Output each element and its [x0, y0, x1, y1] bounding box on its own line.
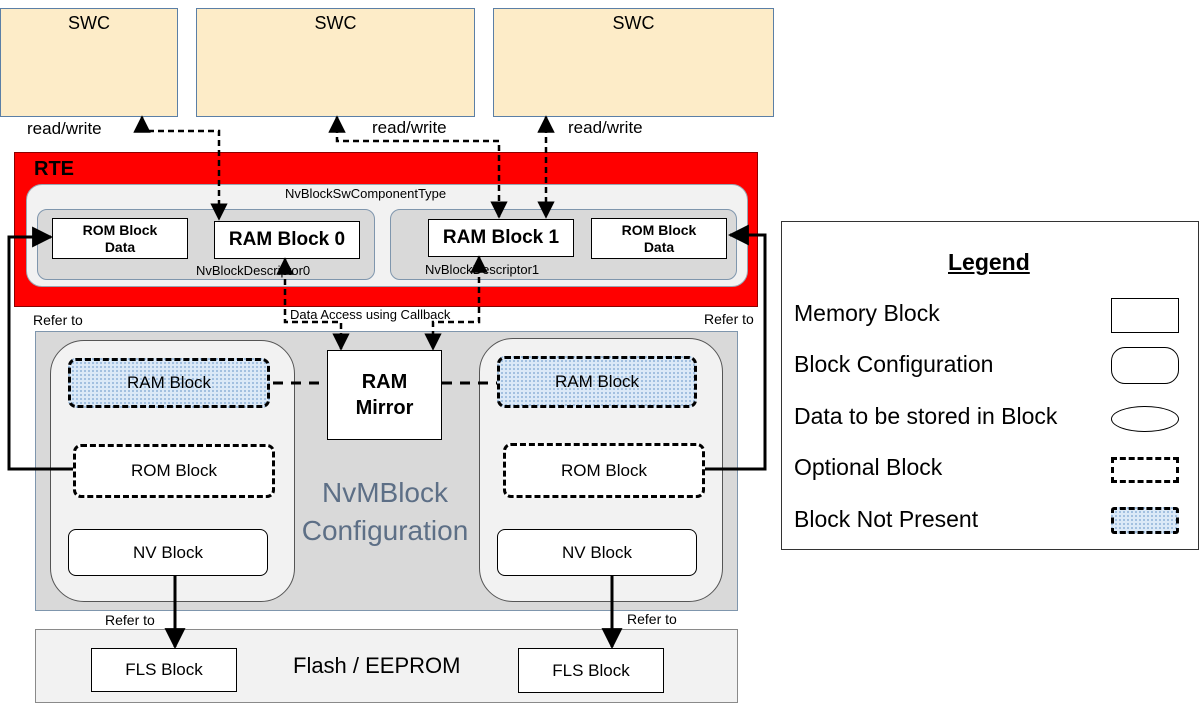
legend-label-block-not-present: Block Not Present: [794, 506, 979, 532]
optional-block-symbol: [1111, 457, 1179, 483]
swc-label-1: SWC: [68, 13, 110, 33]
legend-label-memory-block: Memory Block: [794, 300, 940, 326]
refer-to-label-right-rom: Refer to: [704, 311, 754, 327]
rte-title: RTE: [34, 158, 74, 180]
fls-block-left: FLS Block: [91, 648, 237, 692]
read-write-label-1: read/write: [27, 119, 102, 138]
swc-box-2: SWC: [196, 8, 475, 117]
rom-block-data-0: ROM Block Data: [52, 218, 188, 259]
swc-box-1: SWC: [0, 8, 178, 117]
read-write-label-2: read/write: [372, 118, 447, 137]
nv-block-right: NV Block: [497, 529, 697, 576]
descriptor-0-label: NvBlockDescriptor0: [196, 263, 311, 278]
fls-block-right: FLS Block: [518, 648, 664, 693]
nv-block-left: NV Block: [68, 529, 268, 576]
rom-block-optional-left: ROM Block: [73, 444, 275, 498]
legend-title: Legend: [948, 249, 1030, 275]
block-not-present-symbol: [1111, 507, 1179, 534]
refer-to-label-right-fls: Refer to: [627, 611, 677, 627]
ram-block-not-present-right: RAM Block: [497, 356, 697, 408]
ram-block-0: RAM Block 0: [214, 221, 360, 259]
rom-block-optional-right: ROM Block: [503, 443, 705, 498]
ram-mirror-block: RAM Mirror: [327, 350, 442, 440]
refer-to-label-left-fls: Refer to: [105, 612, 155, 628]
flash-eeprom-title: Flash / EEPROM: [293, 653, 461, 678]
memory-block-symbol: [1111, 298, 1179, 333]
legend-panel: [781, 221, 1199, 550]
legend-label-block-configuration: Block Configuration: [794, 351, 994, 377]
legend-label-optional-block: Optional Block: [794, 454, 943, 480]
swc-label-2: SWC: [314, 13, 357, 33]
callback-label: Data Access using Callback: [288, 307, 453, 322]
component-type-label: NvBlockSwComponentType: [285, 186, 447, 201]
swc-label-3: SWC: [612, 13, 655, 33]
read-write-label-3: read/write: [568, 118, 643, 137]
nvm-block-configuration-label: NvMBlock Configuration: [301, 477, 469, 546]
descriptor-1-label: NvBlockDescriptor1: [425, 262, 540, 277]
ram-block-not-present-left: RAM Block: [68, 358, 270, 408]
ram-block-1: RAM Block 1: [428, 219, 574, 257]
rom-block-data-1: ROM Block Data: [591, 218, 727, 259]
data-stored-symbol: [1111, 406, 1179, 432]
legend-label-data-stored: Data to be stored in Block: [794, 403, 1058, 429]
block-configuration-symbol: [1111, 347, 1179, 384]
refer-to-label-left-rom: Refer to: [33, 312, 83, 328]
swc-box-3: SWC: [493, 8, 774, 117]
